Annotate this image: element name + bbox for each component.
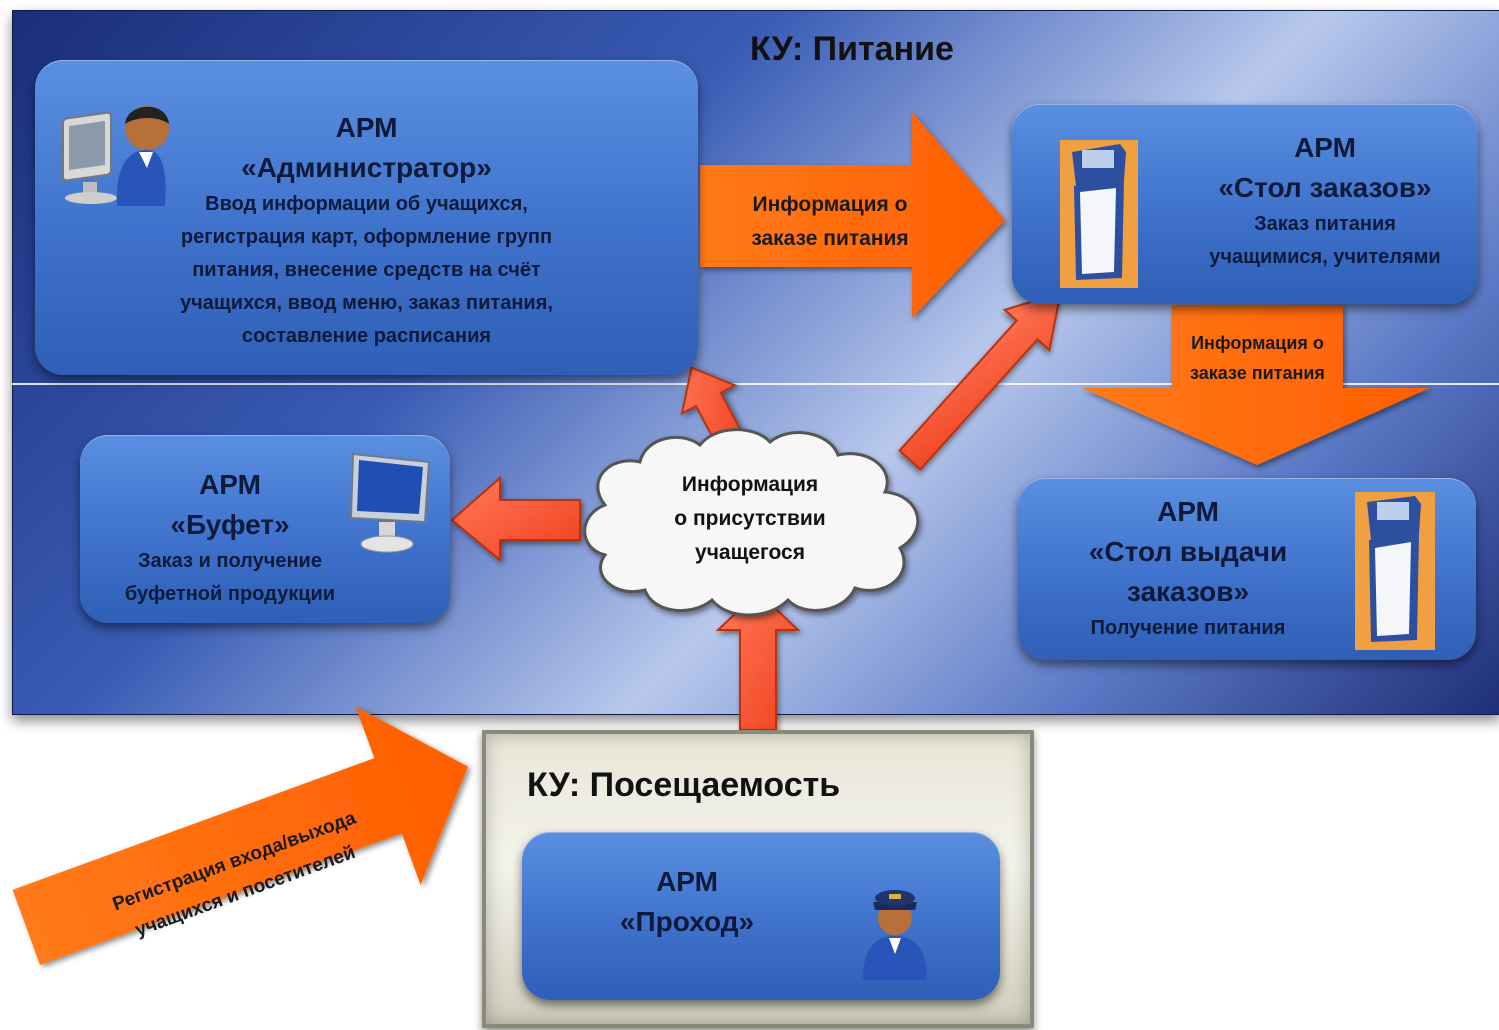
order-desk-line-1: Заказ питания (1254, 213, 1396, 235)
cloud-shape (583, 428, 920, 617)
attendance-title: КУ: Посещаемость (527, 766, 841, 804)
admin-line-3: питания, внесение средств на счёт (192, 259, 541, 281)
cloud-label: Информация о присутствии учащегося (640, 468, 860, 570)
issue-desk-name-2: заказов» (1126, 576, 1250, 607)
cloud-to-admin-arrow (680, 366, 744, 448)
nutrition-title: КУ: Питание (750, 30, 954, 68)
security-guard-icon (863, 890, 927, 980)
kiosk-terminal-icon-2 (1355, 492, 1435, 650)
buffet-name: «Буфет» (170, 509, 290, 540)
attendance-to-cloud-arrow (715, 590, 801, 731)
cloud-to-order-arrow (898, 291, 1062, 471)
order-to-issue-label-1: Информация о (1191, 333, 1324, 353)
order-desk-line-2: учащимися, учителями (1209, 246, 1441, 268)
admin-to-order-label: Информация о заказе питания (705, 188, 955, 256)
admin-name: «Администратор» (241, 152, 492, 183)
admin-line-1: Ввод информации об учащихся, (205, 193, 528, 215)
admin-to-order-label-2: заказе питания (751, 227, 909, 250)
buffet-line-1: Заказ и получение (138, 550, 322, 572)
panel-divider (12, 383, 1499, 385)
admin-line-5: составление расписания (241, 325, 492, 347)
cloud-to-buffet-arrow (450, 475, 581, 563)
admin-user-computer-icon (62, 106, 169, 206)
admin-line-4: учащихся, ввод меню, заказ питания, (180, 292, 553, 314)
buffet-title: АРМ (199, 469, 261, 500)
order-desk-name: «Стол заказов» (1218, 172, 1432, 203)
buffet-line-2: буфетной продукции (124, 583, 336, 605)
registration-arrow (12, 706, 468, 965)
order-to-issue-label-2: заказе питания (1190, 363, 1325, 383)
issue-desk-title: АРМ (1157, 496, 1219, 527)
order-to-issue-arrow (1082, 305, 1430, 465)
issue-desk-line-1: Получение питания (1090, 617, 1286, 639)
kiosk-terminal-icon (1060, 140, 1138, 288)
order-desk-title: АРМ (1294, 132, 1356, 163)
monitor-icon (349, 452, 431, 553)
cloud-line-1: Информация (681, 473, 819, 496)
admin-to-order-label-1: Информация о (752, 193, 908, 216)
admin-to-order-arrow (700, 112, 1005, 318)
issue-desk-name-1: «Стол выдачи (1088, 536, 1288, 567)
admin-box: АРМ «Администратор» Ввод информации об у… (35, 60, 698, 375)
cloud-line-2: о присутствии (674, 507, 826, 530)
passage-title: АРМ (656, 866, 718, 897)
admin-line-2: регистрация карт, оформление групп (180, 226, 553, 248)
admin-title: АРМ (335, 112, 398, 143)
cloud-line-3: учащегося (695, 541, 805, 564)
passage-name: «Проход» (619, 906, 755, 937)
order-to-issue-label: Информация о заказе питания (1165, 328, 1350, 388)
